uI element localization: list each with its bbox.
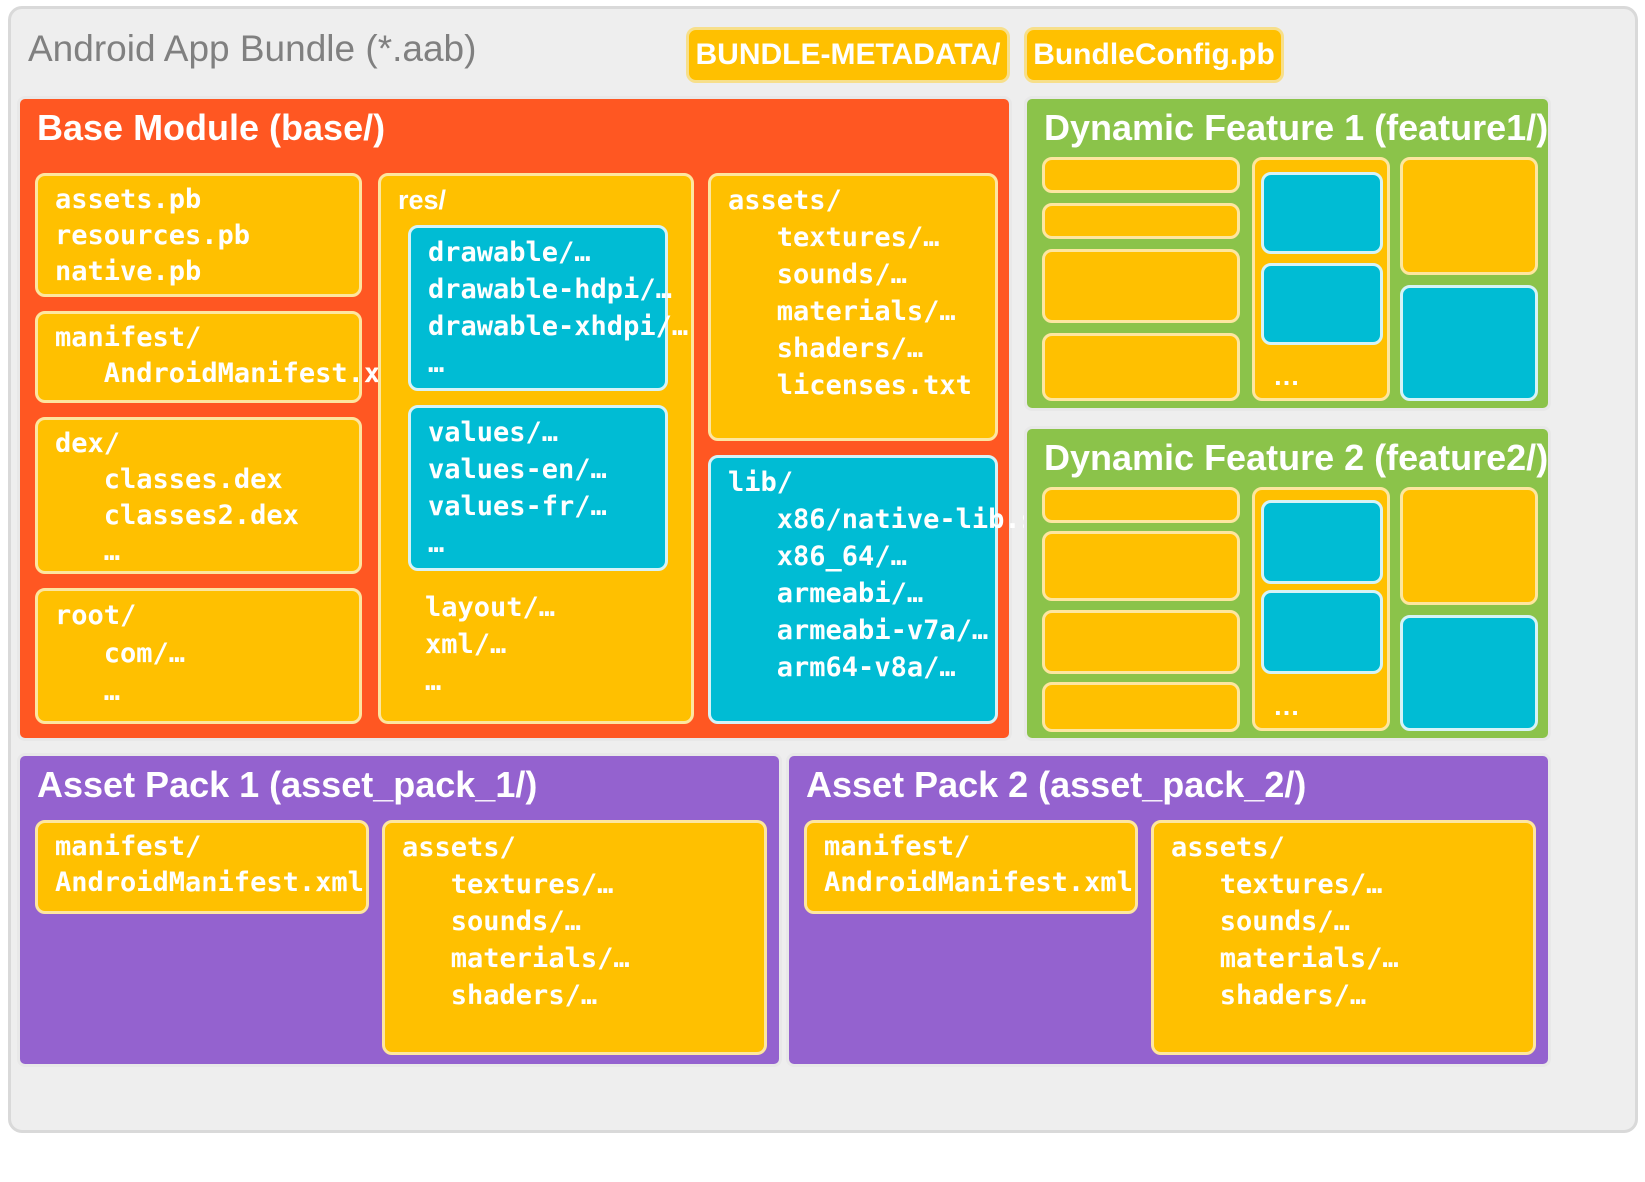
asset-pack-1: Asset Pack 1 (asset_pack_1/) manifest/ A…	[17, 753, 782, 1067]
dex-folder: dex/ classes.dex classes2.dex …	[35, 417, 362, 574]
res-rest-text: layout/… xml/… …	[425, 592, 556, 697]
asset-pack-2-manifest-folder: manifest/ AndroidManifest.xml	[804, 820, 1138, 914]
asset-pack-1-manifest-text: manifest/ AndroidManifest.xml	[55, 831, 364, 898]
feature1-assets-folder	[1400, 157, 1538, 275]
manifest-folder: manifest/ AndroidManifest.xml	[35, 311, 413, 403]
res-label: res/	[398, 185, 447, 215]
asset-pack-2: Asset Pack 2 (asset_pack_2/) manifest/ A…	[786, 753, 1551, 1067]
assets-text: assets/ textures/… sounds/… materials/… …	[728, 185, 972, 401]
feature2-res-folder: …	[1252, 487, 1390, 731]
pb-files-text: assets.pb resources.pb native.pb	[55, 184, 251, 287]
lib-folder: lib/ x86/native-lib.so x86_64/… armeabi/…	[708, 455, 1053, 724]
feature1-file	[1042, 203, 1240, 239]
feature2-folder	[1042, 682, 1240, 732]
feature2-lib-folder	[1400, 615, 1538, 731]
asset-pack-2-manifest-text: manifest/ AndroidManifest.xml	[824, 831, 1133, 898]
asset-pack-1-title: Asset Pack 1 (asset_pack_1/)	[37, 764, 538, 805]
drawable-folder: drawable/… drawable-hdpi/… drawable-xhdp…	[408, 225, 688, 391]
asset-pack-1-manifest-folder: manifest/ AndroidManifest.xml	[35, 820, 369, 914]
lib-text: lib/ x86/native-lib.so x86_64/… armeabi/…	[728, 467, 1054, 683]
dex-text: dex/ classes.dex classes2.dex …	[55, 428, 299, 567]
asset-pack-1-assets-text: assets/ textures/… sounds/… materials/… …	[402, 832, 630, 1011]
feature1-subfolder	[1261, 172, 1383, 254]
base-module: Base Module (base/) assets.pb resources.…	[17, 96, 1053, 741]
drawable-text: drawable/… drawable-hdpi/… drawable-xhdp…	[428, 237, 689, 379]
root-folder: root/ com/… …	[35, 588, 362, 724]
asset-pack-2-assets-folder: assets/ textures/… sounds/… materials/… …	[1151, 820, 1536, 1055]
feature1-ellipsis: …	[1273, 361, 1300, 391]
feature1-res-folder: …	[1252, 157, 1390, 401]
values-folder: values/… values-en/… values-fr/… …	[408, 405, 668, 571]
feature2-subfolder	[1261, 590, 1383, 674]
asset-pack-1-assets-folder: assets/ textures/… sounds/… materials/… …	[382, 820, 767, 1055]
res-folder: res/ drawable/… drawable-hdpi/… drawable…	[378, 173, 694, 724]
bundle-metadata-chip: BUNDLE-METADATA/	[686, 27, 1010, 83]
dynamic-feature-1: Dynamic Feature 1 (feature1/) …	[1024, 96, 1551, 411]
feature1-folder	[1042, 249, 1240, 323]
bundle-config-chip: BundleConfig.pb	[1024, 27, 1284, 83]
bundle-metadata-label: BUNDLE-METADATA/	[695, 38, 1001, 71]
feature1-folder	[1042, 333, 1240, 401]
feature1-subfolder	[1261, 263, 1383, 345]
feature2-assets-folder	[1400, 487, 1538, 605]
feature2-title: Dynamic Feature 2 (feature2/)	[1044, 437, 1549, 478]
pb-files-folder: assets.pb resources.pb native.pb	[35, 173, 362, 297]
values-text: values/… values-en/… values-fr/… …	[428, 417, 607, 559]
asset-pack-2-assets-text: assets/ textures/… sounds/… materials/… …	[1171, 832, 1399, 1011]
bundle-config-label: BundleConfig.pb	[1033, 38, 1275, 71]
manifest-text: manifest/ AndroidManifest.xml	[55, 322, 413, 389]
feature2-folder	[1042, 610, 1240, 674]
feature2-ellipsis: …	[1273, 691, 1300, 721]
dynamic-feature-2: Dynamic Feature 2 (feature2/) …	[1024, 426, 1551, 741]
base-module-title: Base Module (base/)	[37, 107, 386, 148]
bundle-title: Android App Bundle (*.aab)	[28, 28, 477, 69]
feature2-folder	[1042, 531, 1240, 601]
feature1-title: Dynamic Feature 1 (feature1/)	[1044, 107, 1549, 148]
feature2-file	[1042, 487, 1240, 523]
feature2-subfolder	[1261, 500, 1383, 584]
assets-folder: assets/ textures/… sounds/… materials/… …	[708, 173, 998, 441]
root-text: root/ com/… …	[55, 600, 186, 707]
feature1-lib-folder	[1400, 285, 1538, 401]
feature1-file	[1042, 157, 1240, 193]
asset-pack-2-title: Asset Pack 2 (asset_pack_2/)	[806, 764, 1307, 805]
